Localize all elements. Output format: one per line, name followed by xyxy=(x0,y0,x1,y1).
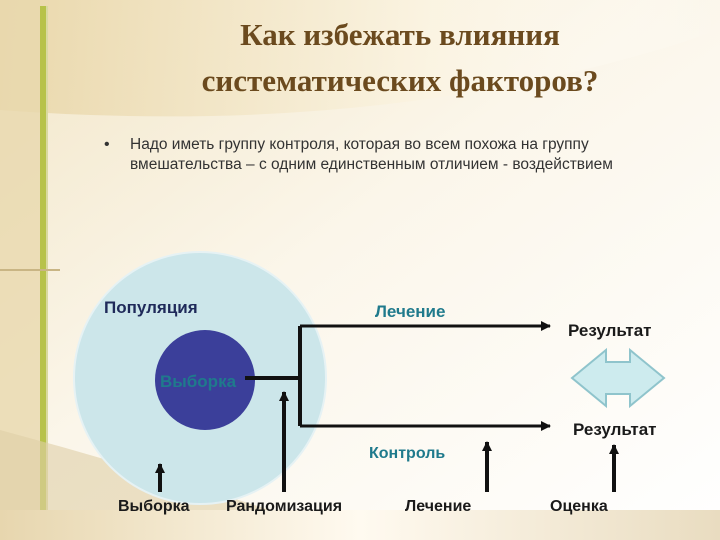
treatment-label: Лечение xyxy=(375,302,446,321)
compare-double-arrow xyxy=(570,347,666,409)
accent-bar xyxy=(40,6,46,526)
title-line-2: систематических факторов? xyxy=(201,63,599,98)
step-sampling-label: Выборка xyxy=(118,498,190,515)
bullet-icon: • xyxy=(104,136,110,153)
sample-circle xyxy=(155,330,255,430)
result-bottom-label: Результат xyxy=(573,420,657,439)
title-line-1: Как избежать влияния xyxy=(240,17,560,52)
control-label: Контроль xyxy=(369,445,446,462)
bullet-text: Надо иметь группу контроля, которая во в… xyxy=(130,136,613,173)
population-label: Популяция xyxy=(104,298,198,317)
step-treatment-label: Лечение xyxy=(405,498,472,515)
step-randomization-label: Рандомизация xyxy=(226,498,343,515)
step-assessment-label: Оценка xyxy=(550,498,608,515)
sample-label: Выборка xyxy=(160,372,237,391)
slide-title: Как избежать влияния систематических фак… xyxy=(120,12,680,104)
result-top-label: Результат xyxy=(568,321,652,340)
